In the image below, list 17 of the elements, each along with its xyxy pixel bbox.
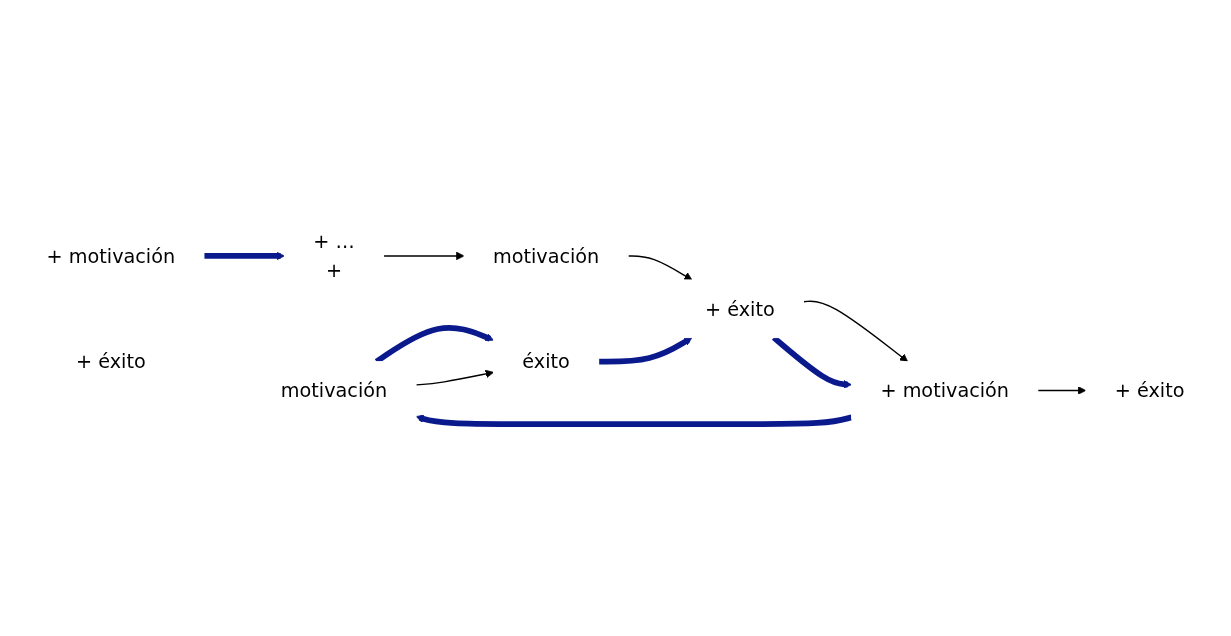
node-text: + motivación <box>880 378 1010 402</box>
arrow <box>627 254 693 280</box>
node-text: motivación <box>280 378 388 402</box>
node-text: + motivación <box>46 243 176 268</box>
arrow <box>415 414 853 427</box>
arrow <box>1037 385 1087 395</box>
arrow <box>382 251 465 260</box>
arrow <box>415 369 494 386</box>
node-text: éxito <box>522 349 570 373</box>
arrow <box>598 336 693 365</box>
arrow <box>802 300 909 362</box>
arrow <box>203 251 285 260</box>
node-text: + éxito <box>75 349 146 373</box>
node-text: motivación <box>492 243 600 268</box>
node-text: + éxito <box>705 296 775 320</box>
node-text: + éxito <box>1114 378 1185 402</box>
node-text: + … + <box>313 229 355 282</box>
